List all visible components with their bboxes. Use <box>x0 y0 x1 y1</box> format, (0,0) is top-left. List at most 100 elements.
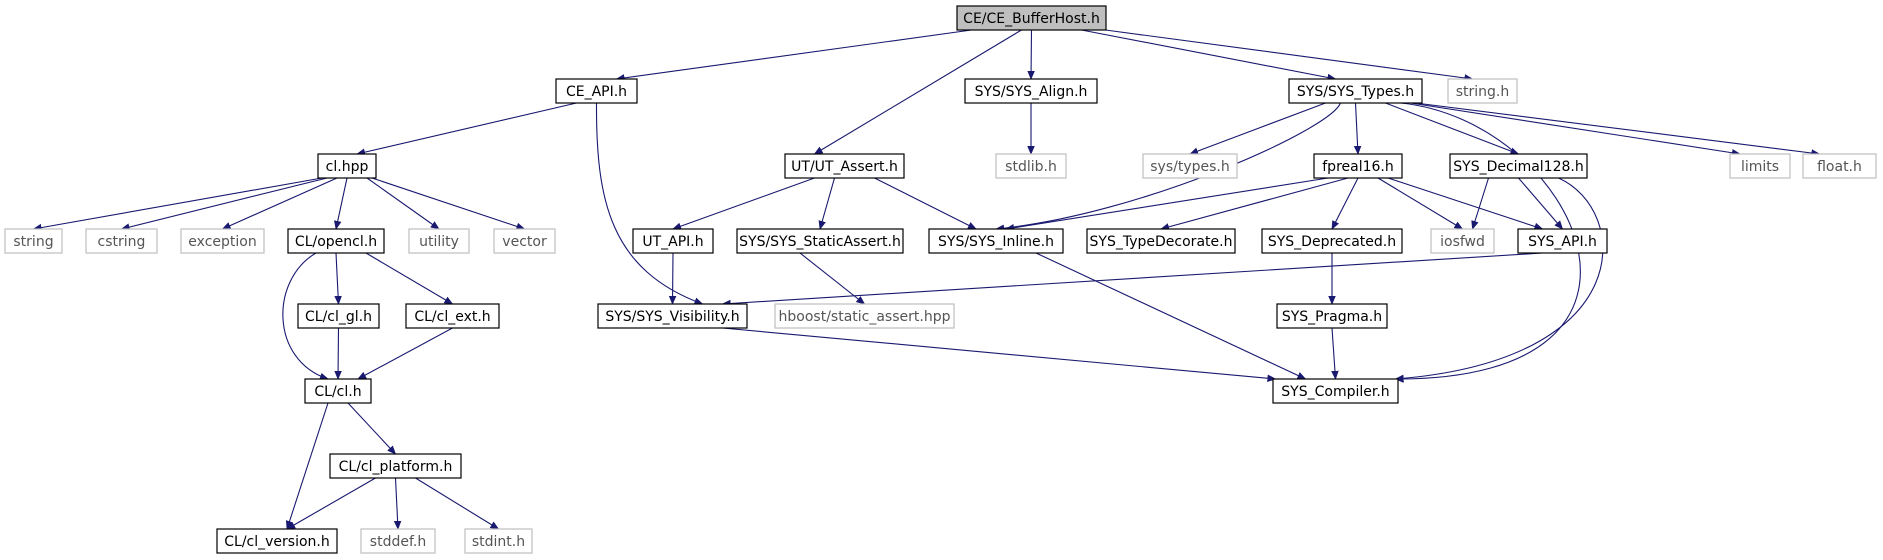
node-stdlib-h: stdlib.h <box>995 153 1067 179</box>
edge-cl_opencl-to-cl_gl <box>334 252 342 305</box>
node-sys-pragma[interactable]: SYS_Pragma.h <box>1276 303 1388 329</box>
node-limits: limits <box>1729 153 1791 179</box>
node-label: UT/UT_Assert.h <box>791 159 898 175</box>
edges-layer <box>32 29 1821 530</box>
node-cstring: cstring <box>85 228 158 254</box>
node-label: vector <box>502 234 547 250</box>
node-sys-inline[interactable]: SYS/SYS_Inline.h <box>928 228 1064 254</box>
node-label: SYS/SYS_StaticAssert.h <box>739 234 901 250</box>
edge-cl_cl-to-cl_platform <box>347 402 397 455</box>
node-label: SYS/SYS_Inline.h <box>938 234 1054 250</box>
node-stddef: stddef.h <box>360 528 436 554</box>
node-sys-deprecated[interactable]: SYS_Deprecated.h <box>1261 228 1403 254</box>
node-ut-assert[interactable]: UT/UT_Assert.h <box>784 153 905 179</box>
node-sys-visibility[interactable]: SYS/SYS_Visibility.h <box>597 303 748 329</box>
edge-cl_platform-to-cl_version <box>286 477 376 530</box>
node-label: stdint.h <box>472 534 525 550</box>
node-cl-hpp[interactable]: cl.hpp <box>317 153 377 179</box>
edge-fpreal16-to-iosfwd <box>1377 177 1464 230</box>
edge-sys_decimal-to-sys_api <box>1518 177 1564 230</box>
node-label: CL/cl.h <box>314 384 361 400</box>
node-label: SYS_Pragma.h <box>1282 309 1382 325</box>
edge-cl_hpp-to-exception <box>221 177 338 230</box>
node-ce-api[interactable]: CE_API.h <box>555 78 638 104</box>
edge-cl_cl-to-cl_version <box>285 402 329 530</box>
node-float-h: float.h <box>1802 153 1877 179</box>
edge-sys_types-to-limits <box>1410 102 1741 157</box>
node-label: UT_API.h <box>642 234 703 250</box>
node-label: iosfwd <box>1440 234 1485 250</box>
edge-ut_assert-to-ut_api <box>672 177 815 230</box>
edge-sys_decimal-to-sys_compiler <box>1394 177 1604 383</box>
node-cl-cl[interactable]: CL/cl.h <box>304 378 372 404</box>
edge-sys_types-to-sys_decimal <box>1385 102 1520 155</box>
node-label: float.h <box>1817 159 1862 175</box>
node-label: SYS/SYS_Types.h <box>1297 84 1414 100</box>
edge-ut_api-to-sys_visibility <box>668 252 677 305</box>
node-label: SYS_TypeDecorate.h <box>1090 234 1233 250</box>
edge-sys_types-to-sys_types_h <box>1189 102 1326 155</box>
node-root[interactable]: CE/CE_BufferHost.h <box>956 5 1107 31</box>
node-label: limits <box>1741 159 1779 175</box>
node-sys-decimal[interactable]: SYS_Decimal128.h <box>1449 153 1588 179</box>
edge-sys_types-to-float_h <box>1415 102 1821 157</box>
node-cl-gl[interactable]: CL/cl_gl.h <box>297 303 380 329</box>
node-ut-api[interactable]: UT_API.h <box>632 228 714 254</box>
node-string: string <box>4 228 63 254</box>
node-sys-types-h: sys/types.h <box>1142 153 1238 179</box>
edge-ut_assert-to-sys_inline <box>874 177 977 230</box>
node-label: utility <box>419 234 459 250</box>
edge-cl_opencl-to-cl_ext <box>365 252 454 305</box>
node-label: SYS_Compiler.h <box>1281 384 1389 400</box>
node-sys-api[interactable]: SYS_API.h <box>1517 228 1608 254</box>
node-utility: utility <box>408 228 470 254</box>
node-label: stddef.h <box>370 534 426 550</box>
node-stdint: stdint.h <box>464 528 533 554</box>
node-label: SYS/SYS_Visibility.h <box>605 309 739 325</box>
node-label: CE/CE_BufferHost.h <box>963 11 1100 27</box>
edge-root-to-ce_api <box>615 29 972 82</box>
node-cl-platform[interactable]: CL/cl_platform.h <box>329 453 462 479</box>
edge-root-to-sys_align <box>1027 29 1035 80</box>
edge-cl_hpp-to-string <box>32 177 323 232</box>
edge-fpreal16-to-sys_api <box>1387 177 1544 231</box>
node-fpreal16[interactable]: fpreal16.h <box>1313 153 1403 179</box>
node-sys-static[interactable]: SYS/SYS_StaticAssert.h <box>736 228 904 254</box>
node-sys-types[interactable]: SYS/SYS_Types.h <box>1288 78 1423 104</box>
node-label: CL/cl_ext.h <box>414 309 490 325</box>
edge-cl_hpp-to-utility <box>366 177 440 230</box>
edge-cl_hpp-to-cl_opencl <box>334 177 348 230</box>
edge-sys_inline-to-sys_compiler <box>1035 252 1307 380</box>
edge-cl_gl-to-cl_cl <box>334 327 342 380</box>
edge-cl_hpp-to-vector <box>371 177 526 231</box>
nodes-layer: CE/CE_BufferHost.hCE_API.hUT/UT_Assert.h… <box>4 5 1877 554</box>
node-label: hboost/static_assert.hpp <box>779 309 951 325</box>
node-label: fpreal16.h <box>1322 159 1393 175</box>
node-label: CL/cl_version.h <box>224 534 329 550</box>
node-iosfwd: iosfwd <box>1430 228 1495 254</box>
node-label: string.h <box>1456 84 1510 100</box>
edge-ce_api-to-cl_hpp <box>356 102 577 156</box>
node-cl-ext[interactable]: CL/cl_ext.h <box>405 303 500 329</box>
edge-sys_types-to-fpreal16 <box>1353 102 1362 155</box>
node-label: SYS_API.h <box>1528 234 1597 250</box>
edge-sys_pragma-to-sys_compiler <box>1331 327 1339 380</box>
node-hboost: hboost/static_assert.hpp <box>774 303 955 329</box>
edge-cl_platform-to-stddef <box>393 477 402 530</box>
edge-cl_ext-to-cl_cl <box>357 327 453 380</box>
edge-fpreal16-to-sys_inline <box>1005 177 1329 232</box>
node-label: SYS_Deprecated.h <box>1268 234 1396 250</box>
node-sys-typedec[interactable]: SYS_TypeDecorate.h <box>1086 228 1236 254</box>
edge-root-to-string_h <box>1105 29 1474 82</box>
node-sys-align[interactable]: SYS/SYS_Align.h <box>964 78 1098 104</box>
edge-cl_hpp-to-cstring <box>120 177 328 231</box>
node-cl-version[interactable]: CL/cl_version.h <box>216 528 338 554</box>
node-label: SYS_Decimal128.h <box>1453 159 1583 175</box>
node-label: stdlib.h <box>1005 159 1057 175</box>
node-label: CL/cl_gl.h <box>305 309 372 325</box>
node-cl-opencl[interactable]: CL/opencl.h <box>287 228 385 254</box>
node-label: CL/cl_platform.h <box>339 459 453 475</box>
node-sys-compiler[interactable]: SYS_Compiler.h <box>1272 378 1399 404</box>
edge-fpreal16-to-sys_typedec <box>1160 177 1349 231</box>
